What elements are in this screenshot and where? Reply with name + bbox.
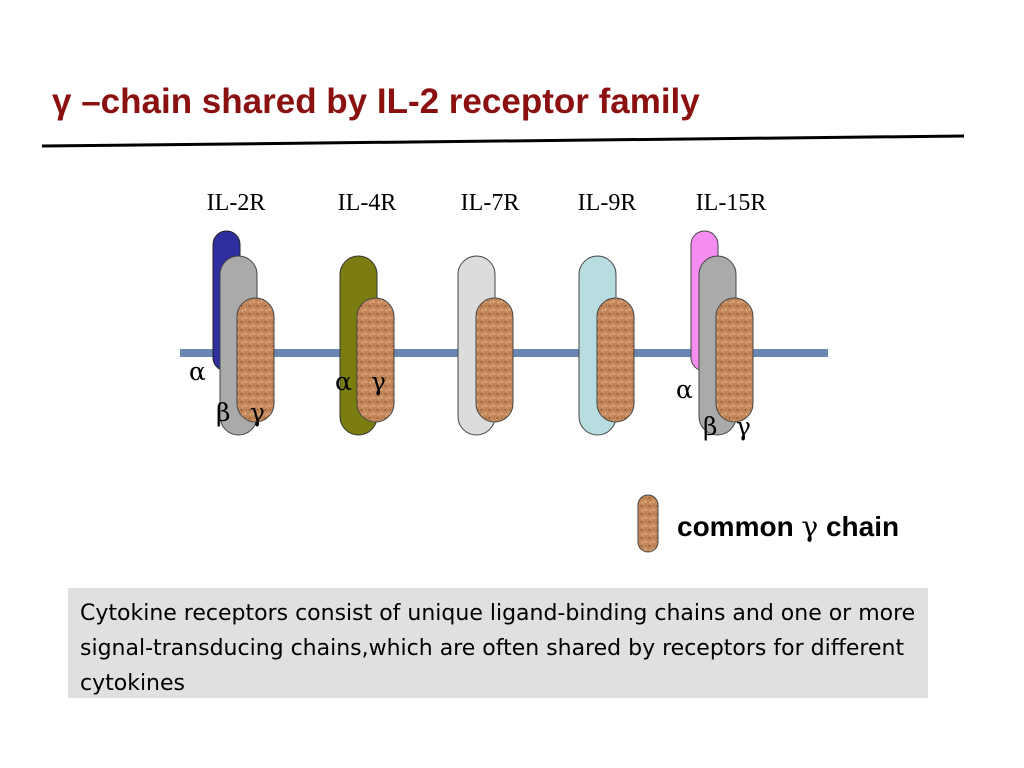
receptor-label-il7r: IL-7R <box>460 190 520 216</box>
il4r-alpha-symbol: α <box>335 367 352 396</box>
explanation-note: Cytokine receptors consist of unique lig… <box>68 588 928 698</box>
receptor-label-il2r: IL-2R <box>206 190 266 216</box>
il4r-gamma-symbol: γ <box>371 367 386 396</box>
il9r-gamma-chain <box>596 297 635 423</box>
il2r-alpha-symbol: α <box>189 357 206 386</box>
legend-suffix: chain <box>825 511 900 542</box>
il7r-gamma-chain <box>475 297 514 423</box>
legend-gamma-symbol: γ <box>801 510 819 543</box>
receptor-label-il9r: IL-9R <box>577 190 637 216</box>
il2r-beta-symbol: β <box>216 398 231 427</box>
legend-prefix: common <box>677 511 794 542</box>
receptor-label-il4r: IL-4R <box>337 190 397 216</box>
il4r-gamma-chain <box>356 297 395 423</box>
il15r-gamma-symbol: γ <box>736 412 751 441</box>
legend-label: common γ chain <box>677 510 899 543</box>
il2r-gamma-chain <box>236 297 275 423</box>
receptor-label-il15r: IL-15R <box>695 190 767 216</box>
page-title: γ –chain shared by IL-2 receptor family <box>52 82 700 121</box>
il15r-beta-symbol: β <box>703 412 718 441</box>
il2r-gamma-symbol: γ <box>250 398 265 427</box>
il15r-gamma-chain <box>715 297 754 423</box>
il15r-alpha-symbol: α <box>676 375 693 404</box>
legend-common-gamma-swatch <box>637 494 659 553</box>
